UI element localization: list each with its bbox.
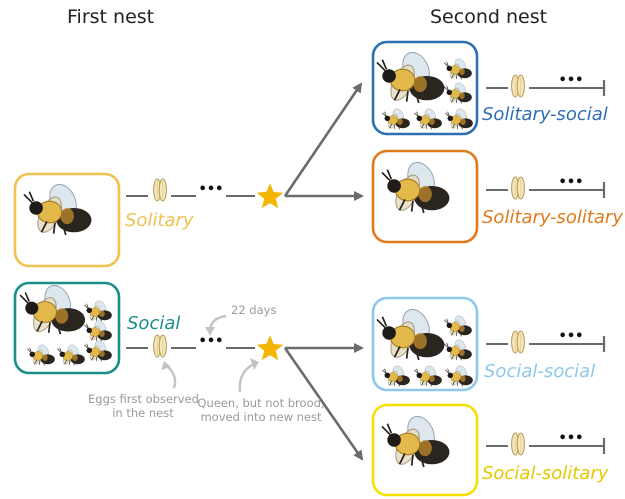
annotation-arrows — [161, 314, 259, 393]
eggs-note-line1: Eggs first observed — [88, 392, 199, 406]
queen-note: Queen, but not brood, moved into new nes… — [197, 396, 325, 424]
solitary-social-label: Solitary-social — [482, 104, 608, 125]
second-nest-header: Second nest — [430, 6, 548, 28]
solitary-solitary-second-nest-box — [371, 149, 479, 244]
egg-pair-icon — [511, 330, 525, 354]
social-label: Social — [127, 313, 181, 334]
queen-note-line2: moved into new nest — [200, 410, 322, 424]
solitary-ellipsis: ••• — [199, 182, 224, 197]
solitary-label: Solitary — [125, 210, 194, 231]
solitary-social-timeline — [486, 74, 606, 98]
solitary-solitary-ellipsis: ••• — [559, 175, 584, 190]
social-solitary-label: Social-solitary — [482, 463, 609, 484]
egg-pair-icon — [511, 74, 525, 98]
social-social-second-nest-box — [371, 296, 479, 392]
social-solitary-ellipsis: ••• — [559, 431, 584, 446]
solitary-solitary-timeline — [486, 176, 606, 200]
star-icon — [256, 335, 284, 361]
solitary-timeline — [126, 178, 284, 209]
egg-pair-icon — [153, 178, 167, 202]
social-solitary-timeline — [486, 432, 606, 456]
solitary-social-ellipsis: ••• — [559, 73, 584, 88]
star-icon — [256, 183, 284, 209]
social-first-nest-box — [13, 280, 121, 375]
social-ellipsis: ••• — [199, 334, 224, 349]
social-social-label: Social-social — [484, 361, 596, 382]
first-nest-header: First nest — [67, 6, 155, 28]
egg-pair-icon — [153, 334, 167, 358]
solitary-social-second-nest-box — [371, 40, 479, 136]
social-social-timeline — [486, 330, 606, 354]
branch-arrows — [283, 82, 364, 461]
social-timeline — [126, 334, 284, 361]
eggs-note-line2: in the nest — [112, 406, 174, 420]
egg-pair-icon — [511, 432, 525, 456]
social-social-ellipsis: ••• — [559, 329, 584, 344]
egg-pair-icon — [511, 176, 525, 200]
solitary-solitary-label: Solitary-solitary — [482, 207, 623, 228]
queen-note-line1: Queen, but not brood, — [197, 396, 325, 410]
days-note: 22 days — [231, 303, 277, 317]
solitary-first-nest-box — [13, 172, 121, 268]
eggs-note: Eggs first observed in the nest — [88, 392, 199, 420]
social-solitary-second-nest-box — [371, 403, 479, 497]
